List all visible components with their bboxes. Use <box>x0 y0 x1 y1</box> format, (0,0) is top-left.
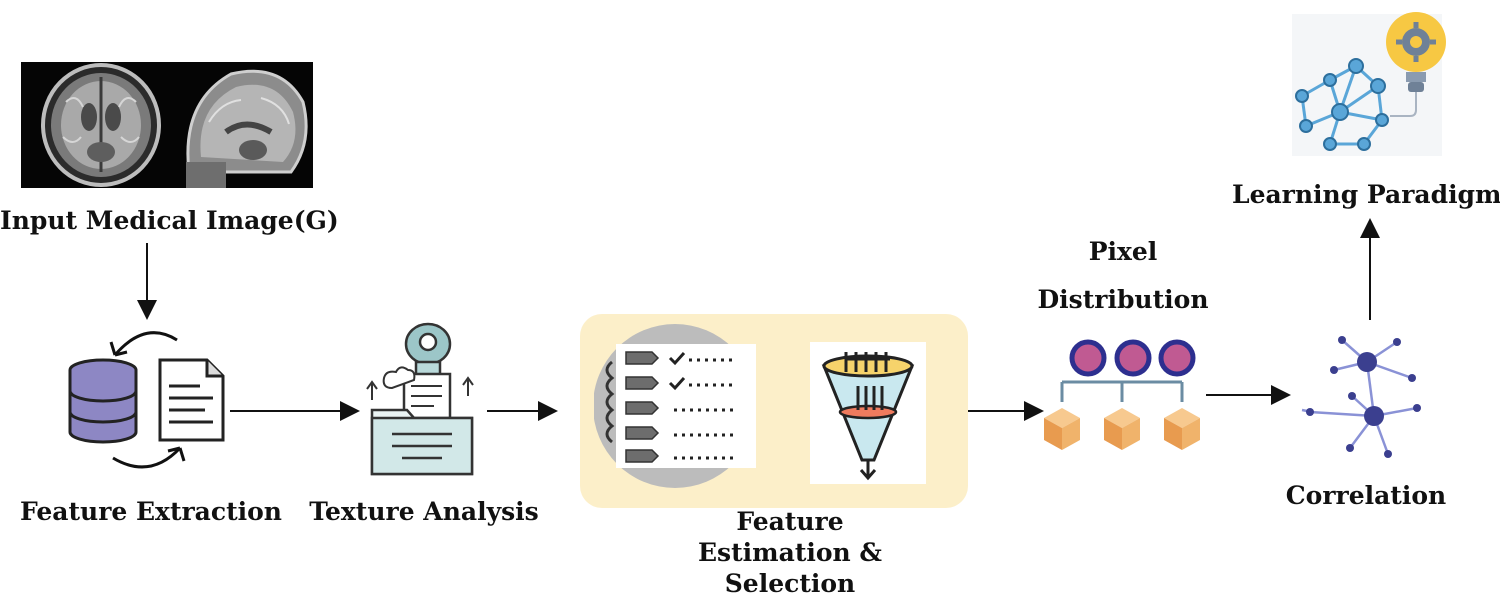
texture-analysis-label: Texture Analysis <box>309 497 539 526</box>
checklist-icon <box>594 322 756 490</box>
learning-paradigm-icon <box>1282 0 1458 160</box>
funnel-icon <box>810 342 926 484</box>
input-medical-image-label: Input Medical Image(G) <box>0 206 339 235</box>
pixel-distribution-line-1: Pixel <box>1088 237 1158 266</box>
correlation-network-icon <box>1292 320 1432 460</box>
feature-estimation-line-3: Selection <box>724 569 856 598</box>
database-document-icon <box>65 320 230 480</box>
feature-estimation-line-2: Estimation & <box>698 538 882 567</box>
learning-paradigm-label: Learning Paradigm <box>1232 180 1500 209</box>
pixel-distribution-line-2: Distribution <box>1037 285 1209 314</box>
mri-image-pair <box>21 62 313 188</box>
feature-estimation-label: Feature Estimation & Selection <box>680 506 900 599</box>
pixel-distribution-icon <box>1040 338 1206 458</box>
feature-estimation-line-1: Feature <box>736 507 844 536</box>
correlation-label: Correlation <box>1285 481 1447 510</box>
pixel-distribution-label: Pixel Distribution <box>1020 228 1226 324</box>
texture-analysis-icon <box>362 318 486 478</box>
feature-extraction-label: Feature Extraction <box>20 497 282 526</box>
